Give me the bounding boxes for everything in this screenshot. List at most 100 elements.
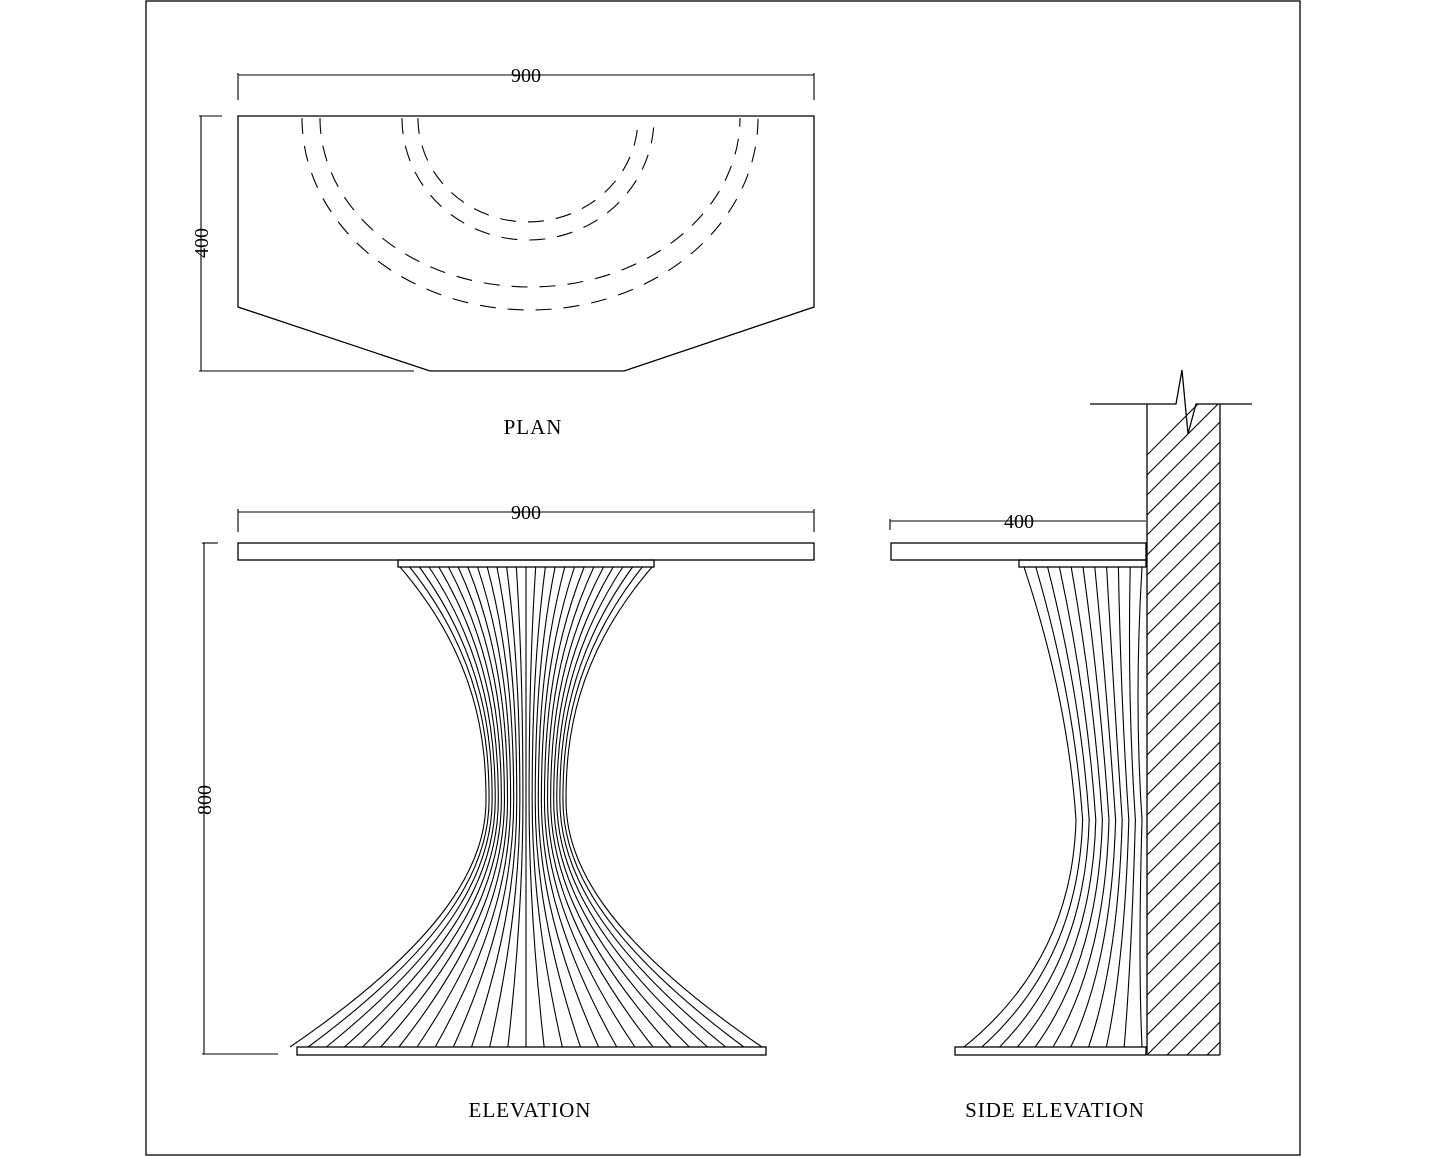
side-rib — [1137, 566, 1143, 1048]
side-base-plate — [954, 1046, 1147, 1056]
wall-hatch-line — [1147, 581, 1220, 656]
side-rib — [981, 566, 1084, 1048]
wall-hatch-line — [1147, 941, 1220, 1016]
elevation-width-label: 900 — [511, 502, 541, 524]
elevation-rib — [540, 566, 618, 1048]
wall-hatch-line — [1147, 621, 1220, 696]
wall-hatch-line — [1147, 901, 1220, 976]
side-rib — [963, 566, 1077, 1048]
wall-hatch-line — [1206, 1041, 1220, 1055]
wall-hatch-line — [1147, 601, 1220, 676]
elevation-rib — [307, 566, 490, 1048]
elevation-rib — [289, 566, 487, 1048]
elevation-rib — [546, 566, 654, 1048]
elevation-rib — [528, 566, 545, 1048]
elevation-rib — [434, 566, 512, 1048]
side-rib — [1070, 566, 1117, 1048]
sheet-border — [145, 0, 1301, 1156]
elevation-rib — [344, 566, 496, 1048]
wall-hatch-line — [1147, 1120, 1222, 1156]
side-table-top — [890, 542, 1147, 561]
side-wall — [1090, 369, 1252, 1156]
side-rib — [1088, 566, 1123, 1048]
elevation-width-dimension: 900 — [237, 502, 815, 532]
elevation-top-bracket — [397, 559, 655, 568]
elevation-rib — [553, 566, 690, 1048]
wall-hatch-line — [1147, 1080, 1222, 1155]
elevation-height-label: 800 — [194, 785, 216, 815]
side-rib — [1052, 566, 1110, 1048]
wall-hatch-line — [1147, 404, 1219, 476]
wall-hatch-line — [1147, 661, 1220, 736]
wall-hatch-line — [1147, 921, 1220, 996]
side-top-bracket — [1018, 559, 1147, 568]
elevation-rib — [537, 566, 600, 1048]
elevation-ribs — [289, 566, 763, 1048]
wall-hatch-line — [1147, 461, 1220, 536]
wall-hatch-line — [1147, 1060, 1222, 1135]
wall-hatch-line — [1147, 741, 1220, 816]
plan-width-label: 900 — [511, 65, 541, 87]
wall-hatch-line — [1147, 721, 1220, 796]
plan-width-dimension: 900 — [237, 65, 815, 100]
elevation-rib — [471, 566, 518, 1048]
side-ribs — [963, 566, 1143, 1048]
wall-hatch-line — [1147, 701, 1220, 776]
elevation-rib — [489, 566, 521, 1048]
elevation-rib — [452, 566, 515, 1048]
side-rib — [1034, 566, 1103, 1048]
elevation-rib — [325, 566, 493, 1048]
elevation-view: 900 800 ELEVATION — [194, 502, 815, 1122]
wall-hatch-line — [1147, 641, 1220, 716]
elevation-rib — [531, 566, 563, 1048]
elevation-rib — [556, 566, 708, 1048]
wall-hatch-line — [1147, 1100, 1222, 1156]
wall-hatch-line — [1147, 821, 1220, 896]
elevation-rib — [559, 566, 727, 1048]
plan-depth-dimension: 400 — [191, 115, 414, 372]
wall-hatch-line — [1147, 481, 1220, 556]
elevation-title: ELEVATION — [469, 1098, 592, 1122]
wall-hatch-line — [1147, 861, 1220, 936]
side-depth-label: 400 — [1004, 511, 1034, 533]
wall-hatch-line — [1186, 1021, 1220, 1055]
wall-hatch-line — [1147, 541, 1220, 616]
elevation-rib — [562, 566, 745, 1048]
side-rib — [999, 566, 1090, 1048]
side-depth-dimension: 400 — [889, 511, 1146, 533]
elevation-rib — [550, 566, 672, 1048]
wall-hatch-line — [1147, 841, 1220, 916]
wall-hatch-line — [1147, 801, 1220, 876]
side-elevation-view: 400 SIDE ELEVATION — [889, 369, 1252, 1156]
wall-hatch-line — [1147, 681, 1220, 756]
elevation-rib — [534, 566, 581, 1048]
wall-hatch-line — [1147, 441, 1220, 516]
elevation-rib — [362, 566, 499, 1048]
elevation-rib — [416, 566, 509, 1048]
elevation-rib — [565, 566, 763, 1048]
wall-hatch-line — [1147, 501, 1220, 576]
side-rib — [1105, 566, 1130, 1048]
wall-hatch-line — [1147, 981, 1220, 1055]
plan-table-outline — [237, 115, 815, 372]
wall-hatch-line — [1147, 961, 1220, 1036]
wall-hatch-line — [1147, 881, 1220, 956]
wall-hatch-line — [1147, 521, 1220, 596]
plan-title: PLAN — [504, 415, 563, 439]
wall-hatch-line — [1147, 761, 1220, 836]
wall-hatch-line — [1147, 561, 1220, 636]
elevation-base-plate — [296, 1046, 767, 1056]
elevation-rib — [543, 566, 636, 1048]
wall-hatch-line — [1147, 781, 1220, 856]
plan-base-hidden-lines — [301, 117, 759, 311]
wall-hatch-line — [1166, 1001, 1220, 1055]
wall-break-line — [1090, 369, 1252, 435]
elevation-rib — [380, 566, 502, 1048]
wall-hatch-line — [1147, 421, 1220, 496]
plan-view: 900 400 PLAN — [191, 65, 815, 439]
wall-hatch-line — [1147, 404, 1199, 456]
elevation-table-top — [237, 542, 815, 561]
side-elevation-title: SIDE ELEVATION — [965, 1098, 1145, 1122]
plan-depth-label: 400 — [191, 228, 213, 258]
